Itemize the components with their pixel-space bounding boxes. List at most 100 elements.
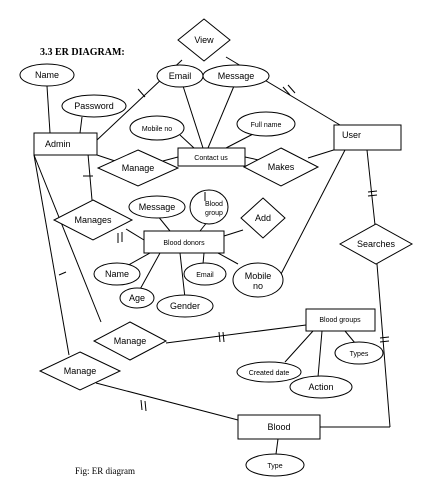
attribute-email-contact-label: Email: [169, 71, 192, 81]
entity-user-label: User: [342, 130, 361, 140]
relationship-add-label: Add: [255, 213, 271, 223]
attribute-type[interactable]: Type: [245, 453, 305, 477]
entity-admin-label: Admin: [45, 139, 71, 149]
entity-blood-groups[interactable]: Blood groups: [305, 308, 376, 332]
relationship-manage-blood-label: Manage: [64, 366, 97, 376]
relationship-manage-groups-label: Manage: [114, 336, 147, 346]
attribute-age[interactable]: Age: [119, 287, 155, 309]
edge-user-searches: [366, 149, 376, 226]
attribute-message-donor[interactable]: Message: [128, 195, 186, 219]
attribute-name-donor[interactable]: Name: [93, 262, 141, 286]
attribute-message-contact-label: Message: [218, 71, 255, 81]
relationship-searches[interactable]: Searches: [338, 223, 414, 265]
tick-view-admin: [137, 88, 146, 98]
edge-user-donors: [279, 149, 346, 277]
attribute-ellipse: [119, 287, 155, 309]
entity-admin[interactable]: Admin: [33, 132, 98, 156]
edge-admin-manage-blood: [33, 154, 70, 356]
relationship-diamond: [177, 18, 231, 62]
entity-box: [333, 124, 402, 151]
relationship-view[interactable]: View: [177, 18, 231, 62]
attribute-mobile-no-contact[interactable]: Mobile no: [129, 115, 185, 141]
attribute-email-contact[interactable]: Email: [156, 64, 204, 88]
edge-contact-message: [207, 85, 235, 149]
attribute-action-label: Action: [308, 382, 333, 392]
entity-blood-donors[interactable]: Blood donors: [143, 230, 225, 254]
relationship-manage-contact-label: Manage: [122, 163, 155, 173]
edge-groups-created: [284, 330, 314, 363]
attribute-types-label: Types: [350, 351, 369, 358]
tick-admin-lower: [58, 271, 67, 276]
tick-searches-blood-a: [379, 336, 390, 339]
attribute-message-donor-label: Message: [139, 202, 176, 212]
tick-view-user-a: [282, 86, 291, 96]
entity-contact-us-label: Contact us: [194, 155, 228, 162]
relationship-manages[interactable]: Manages: [52, 199, 134, 241]
edge-admin-password: [79, 116, 83, 134]
relationship-makes-label: Makes: [268, 162, 295, 172]
entity-contact-us[interactable]: Contact us: [177, 147, 246, 167]
relationship-add[interactable]: Add: [240, 197, 286, 239]
tick-groups-b: [222, 331, 225, 343]
attribute-action[interactable]: Action: [289, 375, 353, 399]
attribute-full-name[interactable]: Full name: [236, 111, 296, 137]
entity-box: [33, 132, 98, 156]
relationship-manage-contact[interactable]: Manage: [96, 149, 180, 187]
entity-box: [177, 147, 246, 167]
relationship-diamond: [52, 199, 134, 241]
attribute-ellipse: [93, 262, 141, 286]
attribute-types[interactable]: Types: [334, 341, 384, 365]
relationship-searches-label: Searches: [357, 239, 396, 249]
diagram-heading: 3.3 ER DIAGRAM:: [40, 47, 125, 58]
attribute-ellipse: [19, 63, 75, 87]
attribute-ellipse: [183, 262, 227, 286]
attribute-created-date[interactable]: Created date: [236, 361, 302, 383]
attribute-email-donor[interactable]: Email: [183, 262, 227, 286]
relationship-manage-groups[interactable]: Manage: [92, 321, 168, 361]
tick-manage-blood-b: [144, 400, 147, 412]
edge-donor-mobile: [217, 252, 239, 265]
edge-donor-gender: [179, 252, 186, 299]
attribute-ellipse: [289, 375, 353, 399]
edge-donor-age: [137, 252, 161, 294]
tick-searches-blood-b: [379, 340, 390, 343]
attribute-name-admin[interactable]: Name: [19, 63, 75, 87]
relationship-makes[interactable]: Makes: [242, 147, 320, 187]
attribute-email-donor-label: Email: [196, 272, 214, 279]
edge-donor-add: [223, 229, 244, 237]
edge-manage-blood: [95, 382, 239, 421]
attribute-type-label: Type: [267, 463, 282, 470]
edge-groups-types: [344, 330, 356, 344]
entity-blood-groups-label: Blood groups: [319, 317, 361, 324]
attribute-ellipse: [128, 195, 186, 219]
tick-groups-a: [218, 331, 221, 343]
edge-blood-type: [275, 438, 279, 455]
relationship-diamond: [96, 149, 180, 187]
attribute-ellipse: [61, 94, 127, 118]
tick-user-searches-b: [367, 194, 378, 197]
entity-user[interactable]: User: [333, 124, 402, 151]
relationship-diamond: [242, 147, 320, 187]
entity-blood[interactable]: Blood: [237, 414, 321, 440]
attribute-ellipse: [236, 361, 302, 383]
relationship-diamond: [240, 197, 286, 239]
attribute-password[interactable]: Password: [61, 94, 127, 118]
attribute-created-date-label: Created date: [249, 370, 290, 377]
relationship-diamond: [92, 321, 168, 361]
attribute-ellipse: [236, 111, 296, 137]
edge-searches-blood-v: [376, 263, 391, 428]
attribute-message-contact[interactable]: Message: [202, 64, 270, 88]
attribute-ellipse: [129, 115, 185, 141]
attribute-name-admin-label: Name: [35, 70, 59, 80]
attribute-ellipse: [245, 453, 305, 477]
relationship-manage-blood[interactable]: Manage: [38, 351, 122, 391]
relationship-diamond: [338, 223, 414, 265]
edge-contact-email: [182, 85, 204, 149]
attribute-gender[interactable]: Gender: [156, 294, 214, 318]
attribute-ellipse: [156, 294, 214, 318]
